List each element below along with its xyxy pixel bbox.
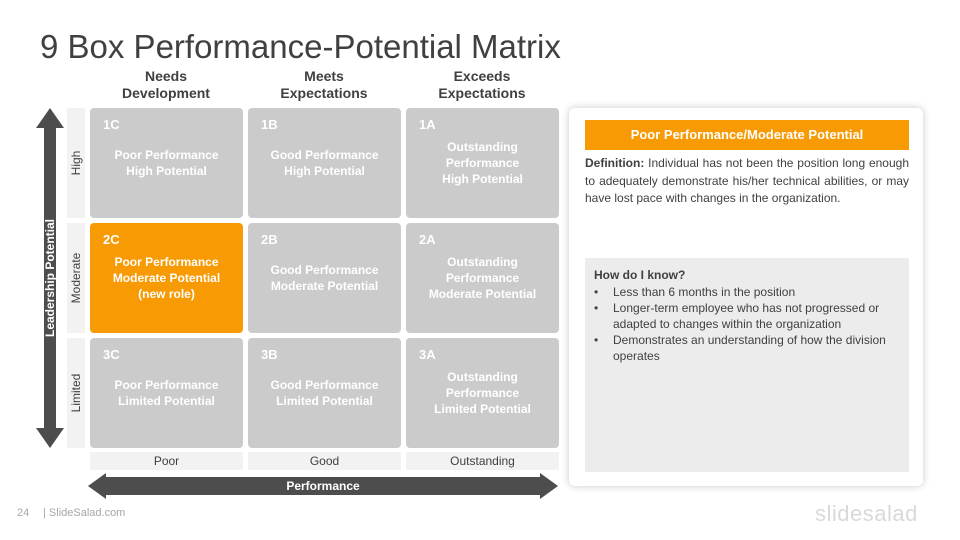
matrix-cell-3b[interactable]: 3B Good Performance Limited Potential <box>248 338 401 448</box>
leadership-potential-label: Leadership Potential <box>43 218 57 338</box>
cell-description: Poor Performance Limited Potential <box>114 378 219 408</box>
cell-code: 1C <box>103 117 120 132</box>
cell-description: Outstanding Performance Moderate Potenti… <box>428 255 537 301</box>
performance-level-outstanding: Outstanding <box>406 452 559 470</box>
list-item: Demonstrates an understanding of how the… <box>594 332 895 364</box>
list-item: Longer-term employee who has not progres… <box>594 300 895 332</box>
cell-description: Good Performance Limited Potential <box>270 378 379 408</box>
how-do-i-know-box: How do I know? Less than 6 months in the… <box>585 258 909 472</box>
row-label-high-text: High <box>69 150 83 176</box>
definition-paragraph: Definition: Individual has not been the … <box>585 155 909 208</box>
leadership-potential-arrow: Leadership Potential <box>36 108 64 448</box>
how-do-i-know-heading: How do I know? <box>594 268 686 282</box>
row-label-moderate: Moderate <box>67 223 85 333</box>
row-label-high: High <box>67 108 85 218</box>
matrix-cell-2a[interactable]: 2A Outstanding Performance Moderate Pote… <box>406 223 559 333</box>
definition-label: Definition: <box>585 156 645 170</box>
matrix-cell-2c-selected[interactable]: 2C Poor Performance Moderate Potential (… <box>90 223 243 333</box>
cell-code: 3C <box>103 347 120 362</box>
cell-code: 3B <box>261 347 278 362</box>
cell-code: 2A <box>419 232 436 247</box>
definition-text: Individual has not been the position lon… <box>585 156 909 205</box>
matrix-cell-3a[interactable]: 3A Outstanding Performance Limited Poten… <box>406 338 559 448</box>
row-label-limited: Limited <box>67 338 85 448</box>
page-number: 24 <box>17 507 30 519</box>
row-label-moderate-text: Moderate <box>69 252 83 304</box>
cell-code: 3A <box>419 347 436 362</box>
matrix-cell-1c[interactable]: 1C Poor Performance High Potential <box>90 108 243 218</box>
matrix-cell-2b[interactable]: 2B Good Performance Moderate Potential <box>248 223 401 333</box>
matrix-cell-1b[interactable]: 1B Good Performance High Potential <box>248 108 401 218</box>
list-item: Less than 6 months in the position <box>594 284 895 300</box>
column-heading-exceeds-expectations: Exceeds Expectations <box>438 68 526 101</box>
panel-heading: Poor Performance/Moderate Potential <box>585 120 909 150</box>
info-panel: Poor Performance/Moderate Potential Defi… <box>569 108 923 486</box>
cell-code: 1B <box>261 117 278 132</box>
column-heading-meets-expectations: Meets Expectations <box>280 68 368 101</box>
cell-description: Good Performance High Potential <box>270 148 379 178</box>
how-do-i-know-list: Less than 6 months in the position Longe… <box>594 284 895 364</box>
footer-site: | SlideSalad.com <box>43 507 126 519</box>
slidesalad-logo: slidesalad <box>815 501 918 526</box>
cell-description: Poor Performance High Potential <box>114 148 219 178</box>
matrix-cell-3c[interactable]: 3C Poor Performance Limited Potential <box>90 338 243 448</box>
cell-code: 2C <box>103 232 120 247</box>
vertical-double-arrow-icon <box>36 108 64 448</box>
cell-code: 1A <box>419 117 436 132</box>
slide-title: 9 Box Performance-Potential Matrix <box>40 28 561 65</box>
performance-arrow: Performance <box>88 473 558 499</box>
row-label-limited-text: Limited <box>69 373 83 413</box>
cell-description: Good Performance Moderate Potential <box>270 263 379 293</box>
cell-description: Outstanding Performance Limited Potentia… <box>434 370 531 416</box>
performance-level-good: Good <box>248 452 401 470</box>
cell-code: 2B <box>261 232 278 247</box>
performance-level-poor: Poor <box>90 452 243 470</box>
cell-description: Outstanding Performance High Potential <box>442 140 523 186</box>
performance-label: Performance <box>286 479 360 493</box>
horizontal-double-arrow-icon <box>88 473 558 499</box>
matrix-cell-1a[interactable]: 1A Outstanding Performance High Potentia… <box>406 108 559 218</box>
column-heading-needs-development: Needs Development <box>122 68 210 101</box>
cell-description: Poor Performance Moderate Potential (new… <box>112 255 221 301</box>
